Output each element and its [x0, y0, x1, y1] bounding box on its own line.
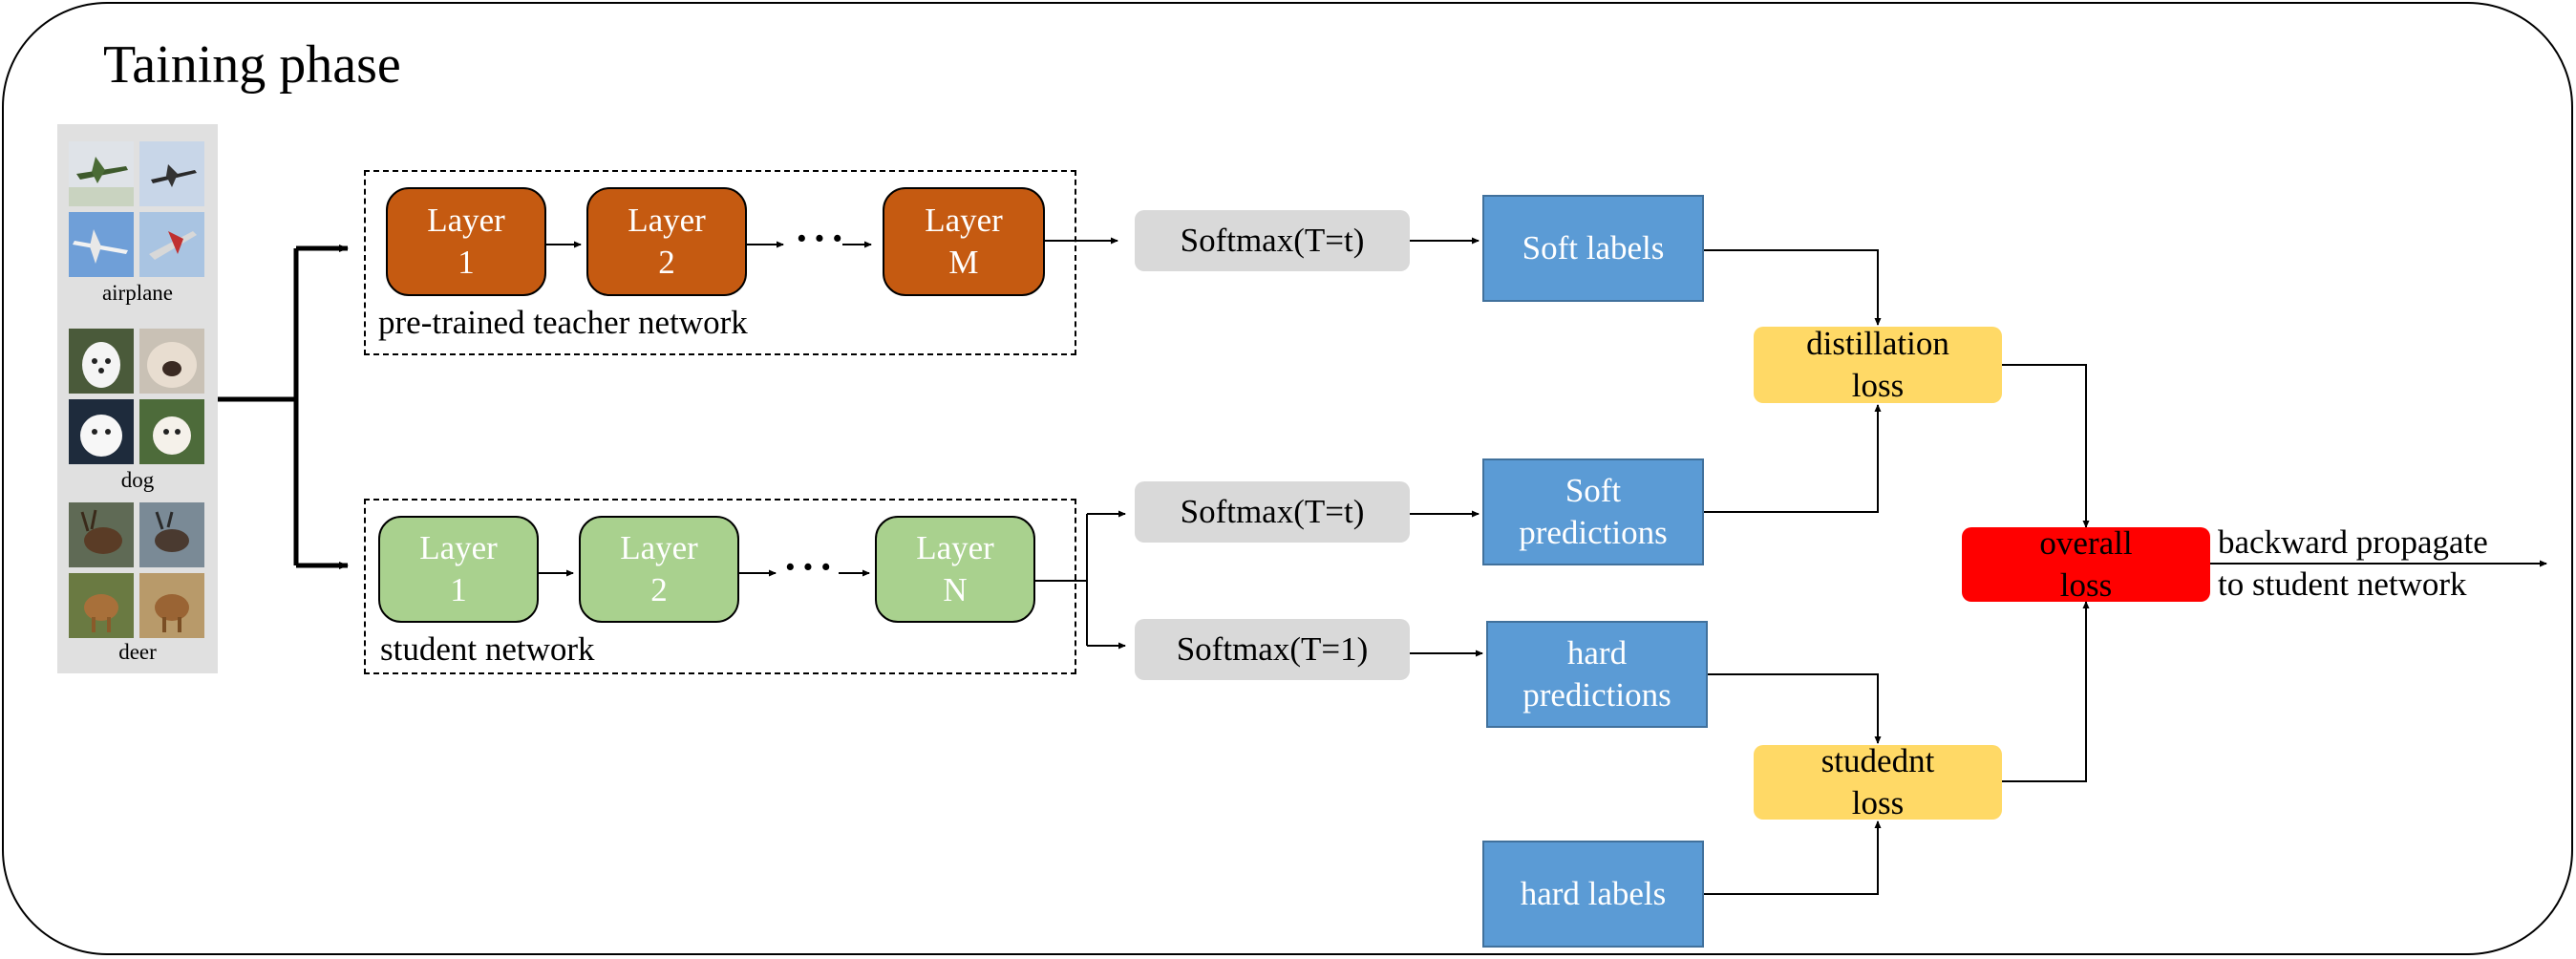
- student-layer-1: Layer 1: [378, 516, 539, 623]
- soft-predictions-box: Soft predictions: [1482, 458, 1704, 565]
- student-layer-n: Layer N: [875, 516, 1035, 623]
- airplane-image-3: [69, 212, 134, 277]
- deer-image-3: [69, 573, 134, 638]
- teacher-network-box: [364, 170, 1076, 355]
- student-layer-2: Layer 2: [579, 516, 739, 623]
- deer-image-1: [69, 502, 134, 567]
- softmax-teacher: Softmax(T=t): [1135, 210, 1410, 271]
- class-label-dog: dog: [120, 468, 155, 492]
- deer-image-2: [139, 502, 204, 567]
- backprop-label: backward propagate to student network: [2218, 523, 2488, 603]
- class-label-airplane: airplane: [101, 281, 174, 305]
- deer-image-4: [139, 573, 204, 638]
- teacher-layer-2: Layer 2: [586, 187, 747, 296]
- softmax-student-soft: Softmax(T=t): [1135, 481, 1410, 543]
- airplane-image-4: [139, 212, 204, 277]
- hard-labels-box: hard labels: [1482, 841, 1704, 948]
- airplane-image-2: [139, 141, 204, 206]
- student-ellipsis: ···: [783, 543, 838, 590]
- dog-image-2: [139, 329, 204, 394]
- hard-predictions-box: hard predictions: [1486, 621, 1708, 728]
- teacher-layer-1: Layer 1: [386, 187, 546, 296]
- distillation-loss-box: distillation loss: [1754, 325, 2002, 404]
- class-label-deer: deer: [118, 640, 157, 664]
- dog-image-3: [69, 399, 134, 464]
- dog-image-4: [139, 399, 204, 464]
- soft-labels-box: Soft labels: [1482, 195, 1704, 302]
- teacher-layer-m: Layer M: [883, 187, 1045, 296]
- input-images-panel: airplane dog deer: [57, 124, 218, 673]
- diagram-title: Taining phase: [103, 35, 401, 95]
- softmax-student-hard: Softmax(T=1): [1135, 619, 1410, 680]
- teacher-ellipsis: ···: [795, 215, 849, 262]
- airplane-image-1: [69, 141, 134, 206]
- student-network-label: student network: [380, 630, 595, 668]
- dog-image-1: [69, 329, 134, 394]
- student-network-box: [364, 499, 1076, 674]
- teacher-network-label: pre-trained teacher network: [378, 304, 748, 341]
- overall-loss-box: overall loss: [1962, 524, 2210, 604]
- student-loss-box: studednt loss: [1754, 742, 2002, 821]
